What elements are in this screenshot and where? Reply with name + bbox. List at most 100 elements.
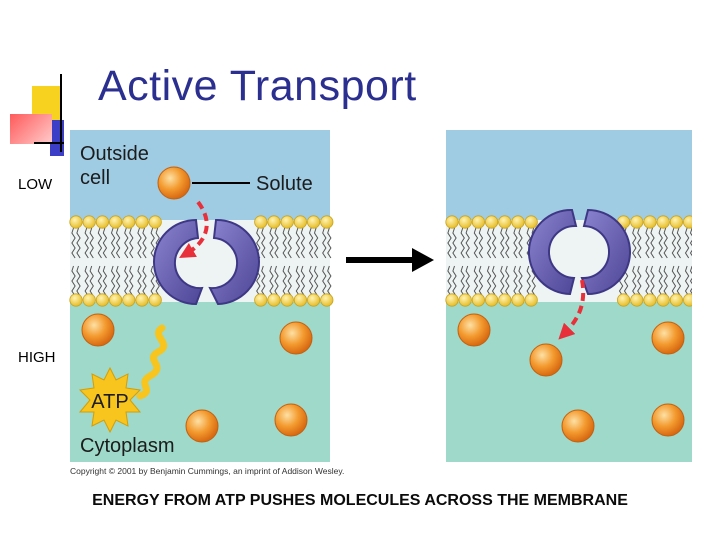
lipid-tail	[473, 227, 479, 259]
outside-cell-label-2: cell	[80, 167, 110, 189]
lipid-tail	[282, 227, 287, 259]
decor-red-block	[10, 114, 52, 144]
solute-molecule	[457, 313, 491, 347]
lipid-tail	[526, 227, 531, 259]
lipid-tail	[142, 227, 147, 259]
lipid-tail	[486, 265, 492, 297]
lipid-tail	[632, 265, 637, 297]
lipid-head	[445, 293, 459, 307]
lipid-tail	[491, 265, 497, 297]
lipid-tail	[261, 227, 266, 259]
lipid-tail	[465, 265, 470, 297]
lipid-head	[267, 293, 281, 307]
lipid-tail	[637, 265, 642, 297]
lipid-tails	[71, 227, 332, 297]
lipid-head	[458, 293, 472, 307]
lipid-head	[524, 293, 538, 307]
lipid-head	[254, 293, 268, 307]
lipid-tail	[500, 265, 505, 297]
lipid-head	[148, 293, 162, 307]
lipid-tail	[129, 227, 134, 259]
lipid-tail	[650, 227, 655, 259]
lipid-tail	[110, 265, 116, 297]
lipid-head	[511, 293, 525, 307]
solute-molecule	[651, 403, 685, 437]
solute-molecule	[529, 343, 563, 377]
lipid-head	[148, 215, 162, 229]
lipid-heads-top	[69, 215, 334, 229]
lipid-tail	[71, 265, 76, 297]
lipid-tail	[322, 265, 327, 297]
lipid-tail	[84, 227, 89, 259]
lipid-head	[683, 215, 692, 229]
lipid-tail	[505, 227, 510, 259]
lipid-head	[643, 215, 657, 229]
lipid-tail	[287, 265, 292, 297]
lipid-tail	[102, 265, 108, 297]
lipid-heads-top	[445, 215, 692, 229]
lipid-tail	[684, 227, 690, 259]
atp-label: ATP	[91, 391, 128, 413]
lipid-tail	[274, 227, 279, 259]
lipid-head	[458, 215, 472, 229]
lipid-tail	[684, 265, 690, 297]
lipid-tail	[663, 265, 668, 297]
copyright-notice: Copyright © 2001 by Benjamin Cummings, a…	[70, 466, 344, 476]
lipid-head	[471, 293, 486, 307]
lipid-tail	[478, 227, 484, 259]
lipid-tail	[313, 265, 319, 297]
lipid-tail	[513, 227, 518, 259]
lipid-head	[471, 215, 486, 229]
lipid-tail	[465, 227, 470, 259]
solute-label: Solute	[256, 173, 313, 195]
lipid-head	[320, 215, 334, 229]
lipid-head	[643, 293, 657, 307]
lipid-tail	[300, 265, 306, 297]
lipid-head	[254, 215, 268, 229]
lipid-tail	[150, 265, 155, 297]
lipid-head	[95, 293, 110, 307]
lipid-tail	[84, 265, 89, 297]
lipid-head	[445, 215, 459, 229]
lipid-tail	[500, 227, 505, 259]
lipid-head	[307, 293, 321, 307]
lipid-tail	[447, 265, 452, 297]
lipid-tail	[124, 227, 129, 259]
lipid-tail	[491, 227, 497, 259]
lipid-tail	[89, 265, 94, 297]
lipid-head	[669, 215, 683, 229]
lipid-head	[82, 215, 96, 229]
lipid-head	[307, 215, 321, 229]
lipid-tail	[658, 227, 663, 259]
lipid-head	[122, 215, 136, 229]
lipid-tail	[300, 227, 306, 259]
lipid-head	[656, 215, 670, 229]
lipid-tail	[671, 227, 677, 259]
lipid-tail	[261, 265, 266, 297]
transport-protein	[153, 218, 260, 306]
lipid-tail	[473, 265, 479, 297]
lipid-tail	[689, 227, 692, 257]
solute-entry-arrow	[179, 200, 209, 259]
solute-exit-arrow	[558, 279, 586, 340]
cytoplasm-label: Cytoplasm	[80, 435, 174, 457]
lipid-tail	[269, 227, 274, 259]
lipid-tail	[137, 227, 142, 259]
lipid-tail	[658, 265, 663, 297]
lipid-tail	[274, 265, 279, 297]
lipid-tail	[513, 265, 518, 297]
lipid-tail	[486, 227, 492, 259]
lipid-tail	[632, 227, 637, 259]
lipid-tail	[308, 227, 314, 259]
active-transport-figure: Outside cell Solute ATP Cytoplasm	[69, 130, 692, 476]
lipid-tail	[129, 265, 134, 297]
lipid-tail	[518, 265, 523, 297]
transition-arrow	[346, 248, 434, 272]
lipid-tail	[71, 227, 76, 259]
outside-cell-label: Outside	[80, 143, 149, 165]
lipid-tail	[452, 227, 457, 259]
lipid-tail	[124, 265, 129, 297]
lipid-tail	[663, 227, 668, 259]
solute-molecule	[81, 313, 115, 347]
lipid-tail	[115, 265, 121, 297]
